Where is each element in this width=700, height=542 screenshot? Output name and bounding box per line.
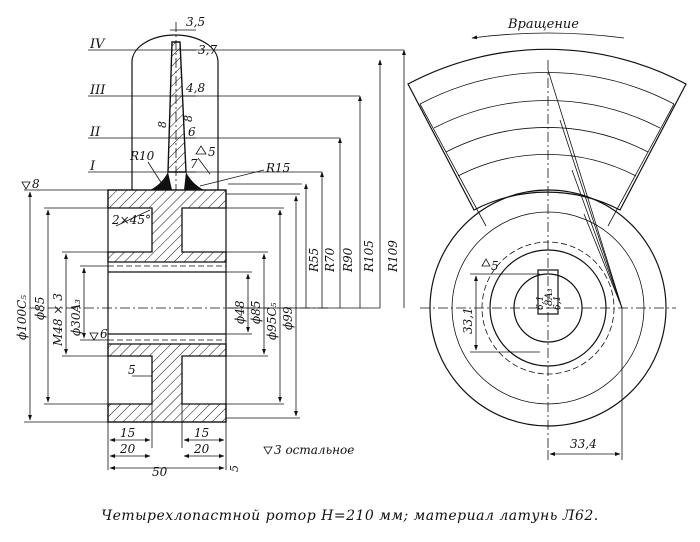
section-view: IV III II I 3,5 3,7 4,8 6 7 8 8 R10 R15 … — [15, 15, 406, 479]
width-20-left: 20 — [119, 442, 136, 456]
width-15-right: 15 — [194, 426, 209, 440]
figure-caption: Четырехлопастной ротор H=210 мм; материа… — [101, 508, 599, 524]
blade-sector — [407, 48, 687, 211]
diameter-85-right: ϕ85 — [249, 301, 263, 324]
surface-mark-3-other: 3 остальное — [274, 443, 354, 457]
level-ii-label: II — [89, 125, 101, 140]
surface-mark-5: 5 — [208, 145, 216, 159]
thickness-4-8: 4,8 — [185, 81, 205, 95]
blade-outline — [131, 34, 219, 190]
diameter-48: ϕ48 — [233, 300, 247, 324]
thickness-3-7: 3,7 — [198, 43, 217, 57]
surface-mark-6: 6 — [100, 327, 108, 341]
rotation-label: Вращение — [507, 17, 579, 32]
thread-m48: M48 × 3 — [51, 293, 65, 347]
blade-rib — [167, 41, 187, 173]
diameter-85-left: ϕ85 — [33, 297, 47, 320]
weld-right — [184, 172, 204, 190]
radius-r90: R90 — [341, 247, 355, 273]
level-iii-label: III — [89, 83, 106, 98]
diameter-30: ϕ30A₃ — [69, 299, 83, 336]
radius-r109: R109 — [386, 240, 400, 273]
key-label-6-1a: 6,1 — [536, 296, 546, 310]
level-i-label: I — [89, 159, 96, 174]
thickness-7: 7 — [190, 157, 198, 171]
web-thickness-label: 5 — [128, 363, 136, 377]
width-15-left: 15 — [120, 426, 135, 440]
width-20-right: 20 — [193, 442, 210, 456]
hub-section-bottom — [107, 343, 227, 423]
width-50: 50 — [152, 465, 168, 479]
width-5: 5 — [228, 465, 241, 472]
thickness-8-left: 8 — [156, 121, 169, 128]
radius-r70: R70 — [323, 247, 337, 273]
weld-left — [150, 172, 172, 190]
weld-radius-r10: R10 — [129, 149, 155, 163]
key-label-8a3: 8A₃ — [544, 288, 555, 306]
radius-r105: R105 — [362, 240, 376, 273]
thickness-6: 6 — [188, 125, 196, 139]
level-iv-label: IV — [89, 37, 106, 52]
side-dim-33-1: 33,1 — [461, 307, 475, 334]
thickness-3-5: 3,5 — [186, 15, 205, 29]
diameter-99: ϕ99 — [281, 306, 295, 330]
diameter-100: ϕ100C₅ — [15, 295, 29, 340]
side-view: Вращение 33,1 33,4 — [407, 17, 687, 460]
diameter-95: ϕ95C₅ — [265, 302, 279, 340]
side-dim-33-4: 33,4 — [570, 437, 597, 451]
side-surface-5: 5 — [491, 259, 499, 273]
surface-mark-8: 8 — [32, 177, 40, 191]
thickness-8-right: 8 — [182, 115, 195, 122]
rotor-drawing: IV III II I 3,5 3,7 4,8 6 7 8 8 R10 R15 … — [15, 15, 687, 479]
chamfer-label: 2×45° — [111, 213, 151, 227]
weld-radius-r15: R15 — [265, 161, 290, 175]
key-label-6-1b: 6,1 — [553, 296, 563, 310]
radius-r55: R55 — [307, 248, 321, 273]
